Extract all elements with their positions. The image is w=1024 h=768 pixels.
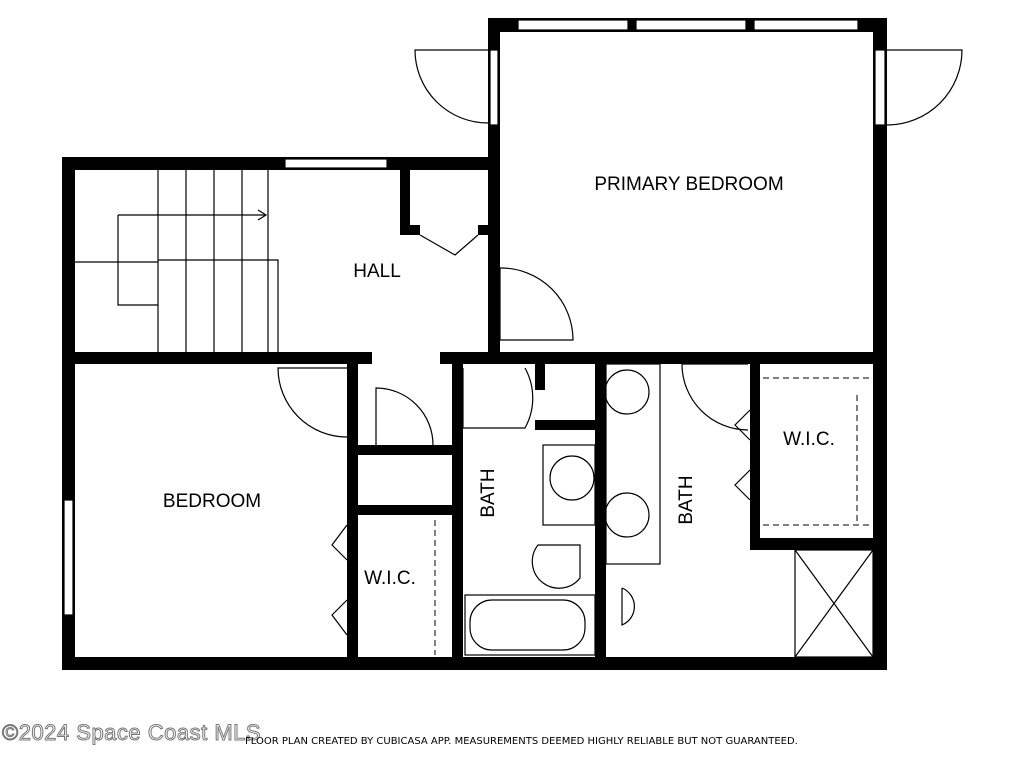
disclaimer-text: FLOOR PLAN CREATED BY CUBICASA APP. MEAS…: [245, 736, 798, 747]
room-label-hall: HALL: [353, 261, 401, 282]
fixtures: [434, 363, 874, 658]
room-label-bath-hall: BATH: [478, 468, 499, 517]
room-label-bedroom: BEDROOM: [163, 491, 261, 512]
stairs: [75, 170, 279, 352]
doors: [277, 49, 963, 636]
room-label-bath-primary: BATH: [676, 475, 697, 524]
room-label-primary-bedroom: PRIMARY BEDROOM: [594, 174, 783, 195]
windows: [63, 19, 886, 616]
copyright-watermark: ©2024 Space Coast MLS: [1, 720, 262, 746]
room-label-wic-bedroom: W.I.C.: [364, 568, 416, 589]
room-label-wic-primary: W.I.C.: [783, 429, 835, 450]
